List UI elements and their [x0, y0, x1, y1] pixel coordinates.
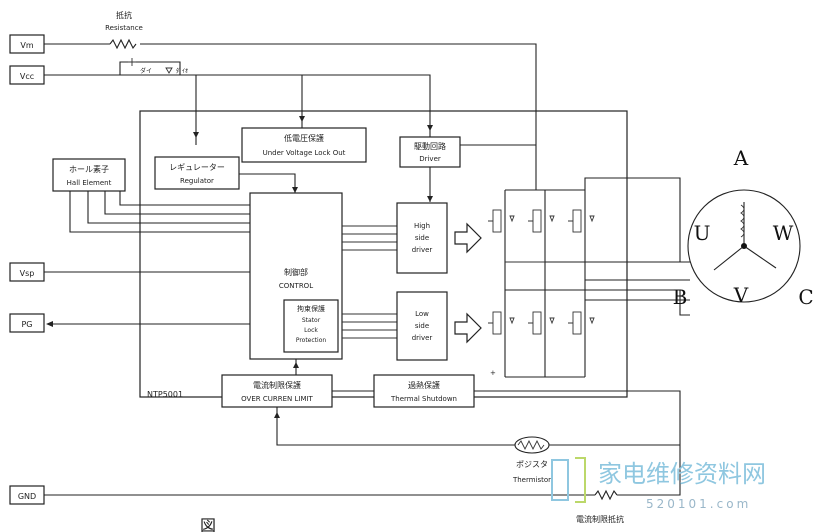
thermistor-symbol	[514, 436, 550, 454]
ic-label: NTP5001	[147, 390, 183, 399]
low-side-arrow	[454, 312, 482, 344]
uvlo-en: Under Voltage Lock Out	[263, 149, 346, 157]
thermistor-jp: ポジスタ	[516, 460, 548, 469]
motor-w: W	[773, 221, 794, 245]
driver-jp: 駆動回路	[414, 141, 446, 151]
sense-resistor-jp: 電流制限抵抗	[576, 514, 624, 524]
pin-vcc-label: Vcc	[20, 72, 34, 81]
watermark-url: 520101.com	[646, 497, 751, 511]
diode-symbol-left	[128, 58, 136, 66]
motor-c: C	[798, 285, 813, 309]
regulator-jp: レギュレーター	[169, 163, 225, 172]
uvlo-block: 低電圧保護 Under Voltage Lock Out	[241, 127, 367, 163]
pin-vsp: Vsp	[9, 262, 45, 282]
control-en: CONTROL	[279, 282, 313, 290]
high-side-l1: High	[414, 222, 430, 230]
pin-gnd: GND	[9, 485, 45, 505]
pin-vm: Vm	[9, 34, 45, 54]
motor-a: A	[733, 146, 749, 170]
motor-v: V	[733, 283, 749, 307]
high-side-driver-block: High side driver	[396, 202, 448, 274]
stall-en3: Protection	[296, 337, 327, 344]
current-limit-en: OVER CURREN LIMIT	[241, 395, 313, 403]
pin-vm-label: Vm	[20, 41, 33, 50]
stall-en2: Lock	[304, 327, 318, 334]
motor-b: B	[673, 285, 688, 309]
figure-caption: 図	[200, 516, 216, 532]
stall-jp: 拘束保護	[297, 304, 325, 313]
low-side-l3: driver	[412, 334, 433, 342]
low-side-l2: side	[415, 322, 429, 330]
pin-gnd-label: GND	[18, 492, 36, 501]
thermal-shutdown-block: 過熱保護 Thermal Shutdown	[373, 374, 475, 408]
thermal-en: Thermal Shutdown	[390, 395, 457, 403]
high-side-l3: driver	[412, 246, 433, 254]
svg-text:+: +	[490, 369, 496, 377]
diode-label-right: ﾀﾞｲｵ	[176, 68, 188, 75]
motor-symbol: A B C U V W	[673, 146, 814, 309]
regulator-en: Regulator	[180, 177, 214, 185]
current-limit-jp: 電流制限保護	[253, 380, 301, 390]
sense-resistor-symbol	[594, 489, 618, 501]
hall-element-block: ホール素子 Hall Element	[52, 158, 126, 192]
stall-protection-block: 拘束保護 Stator Lock Protection	[283, 299, 339, 353]
pin-vcc: Vcc	[9, 65, 45, 85]
resistance-en: Resistance	[105, 24, 143, 32]
pin-pg: PG	[9, 313, 45, 333]
motor-u: U	[694, 221, 711, 245]
thermal-jp: 過熱保護	[408, 380, 440, 390]
resistor-symbol	[109, 38, 137, 50]
high-side-arrow	[454, 222, 482, 254]
diode-label-left: ダイ	[140, 67, 152, 75]
watermark-cn: 家电维修资料网	[598, 460, 766, 488]
thermistor-en: Thermistor	[512, 476, 551, 484]
high-side-l2: side	[415, 234, 429, 242]
watermark: 家电维修资料网 520101.com	[551, 457, 766, 511]
current-limit-block: 電流制限保護 OVER CURREN LIMIT	[221, 374, 333, 408]
stall-en1: Stator	[302, 317, 321, 324]
pin-vsp-label: Vsp	[20, 269, 35, 278]
ic-outline	[139, 110, 628, 398]
uvlo-jp: 低電圧保護	[284, 133, 324, 143]
low-side-driver-block: Low side driver	[396, 291, 448, 361]
low-side-l1: Low	[415, 310, 429, 318]
resistance-jp: 抵抗	[116, 10, 132, 20]
hall-en: Hall Element	[67, 179, 112, 187]
regulator-block: レギュレーター Regulator	[154, 156, 240, 190]
control-jp: 制御部	[284, 267, 308, 277]
diode-symbol-right	[165, 67, 173, 74]
driver-block: 駆動回路 Driver	[399, 136, 461, 168]
driver-en: Driver	[419, 155, 441, 163]
pin-pg-label: PG	[21, 320, 32, 329]
hall-jp: ホール素子	[69, 164, 109, 174]
